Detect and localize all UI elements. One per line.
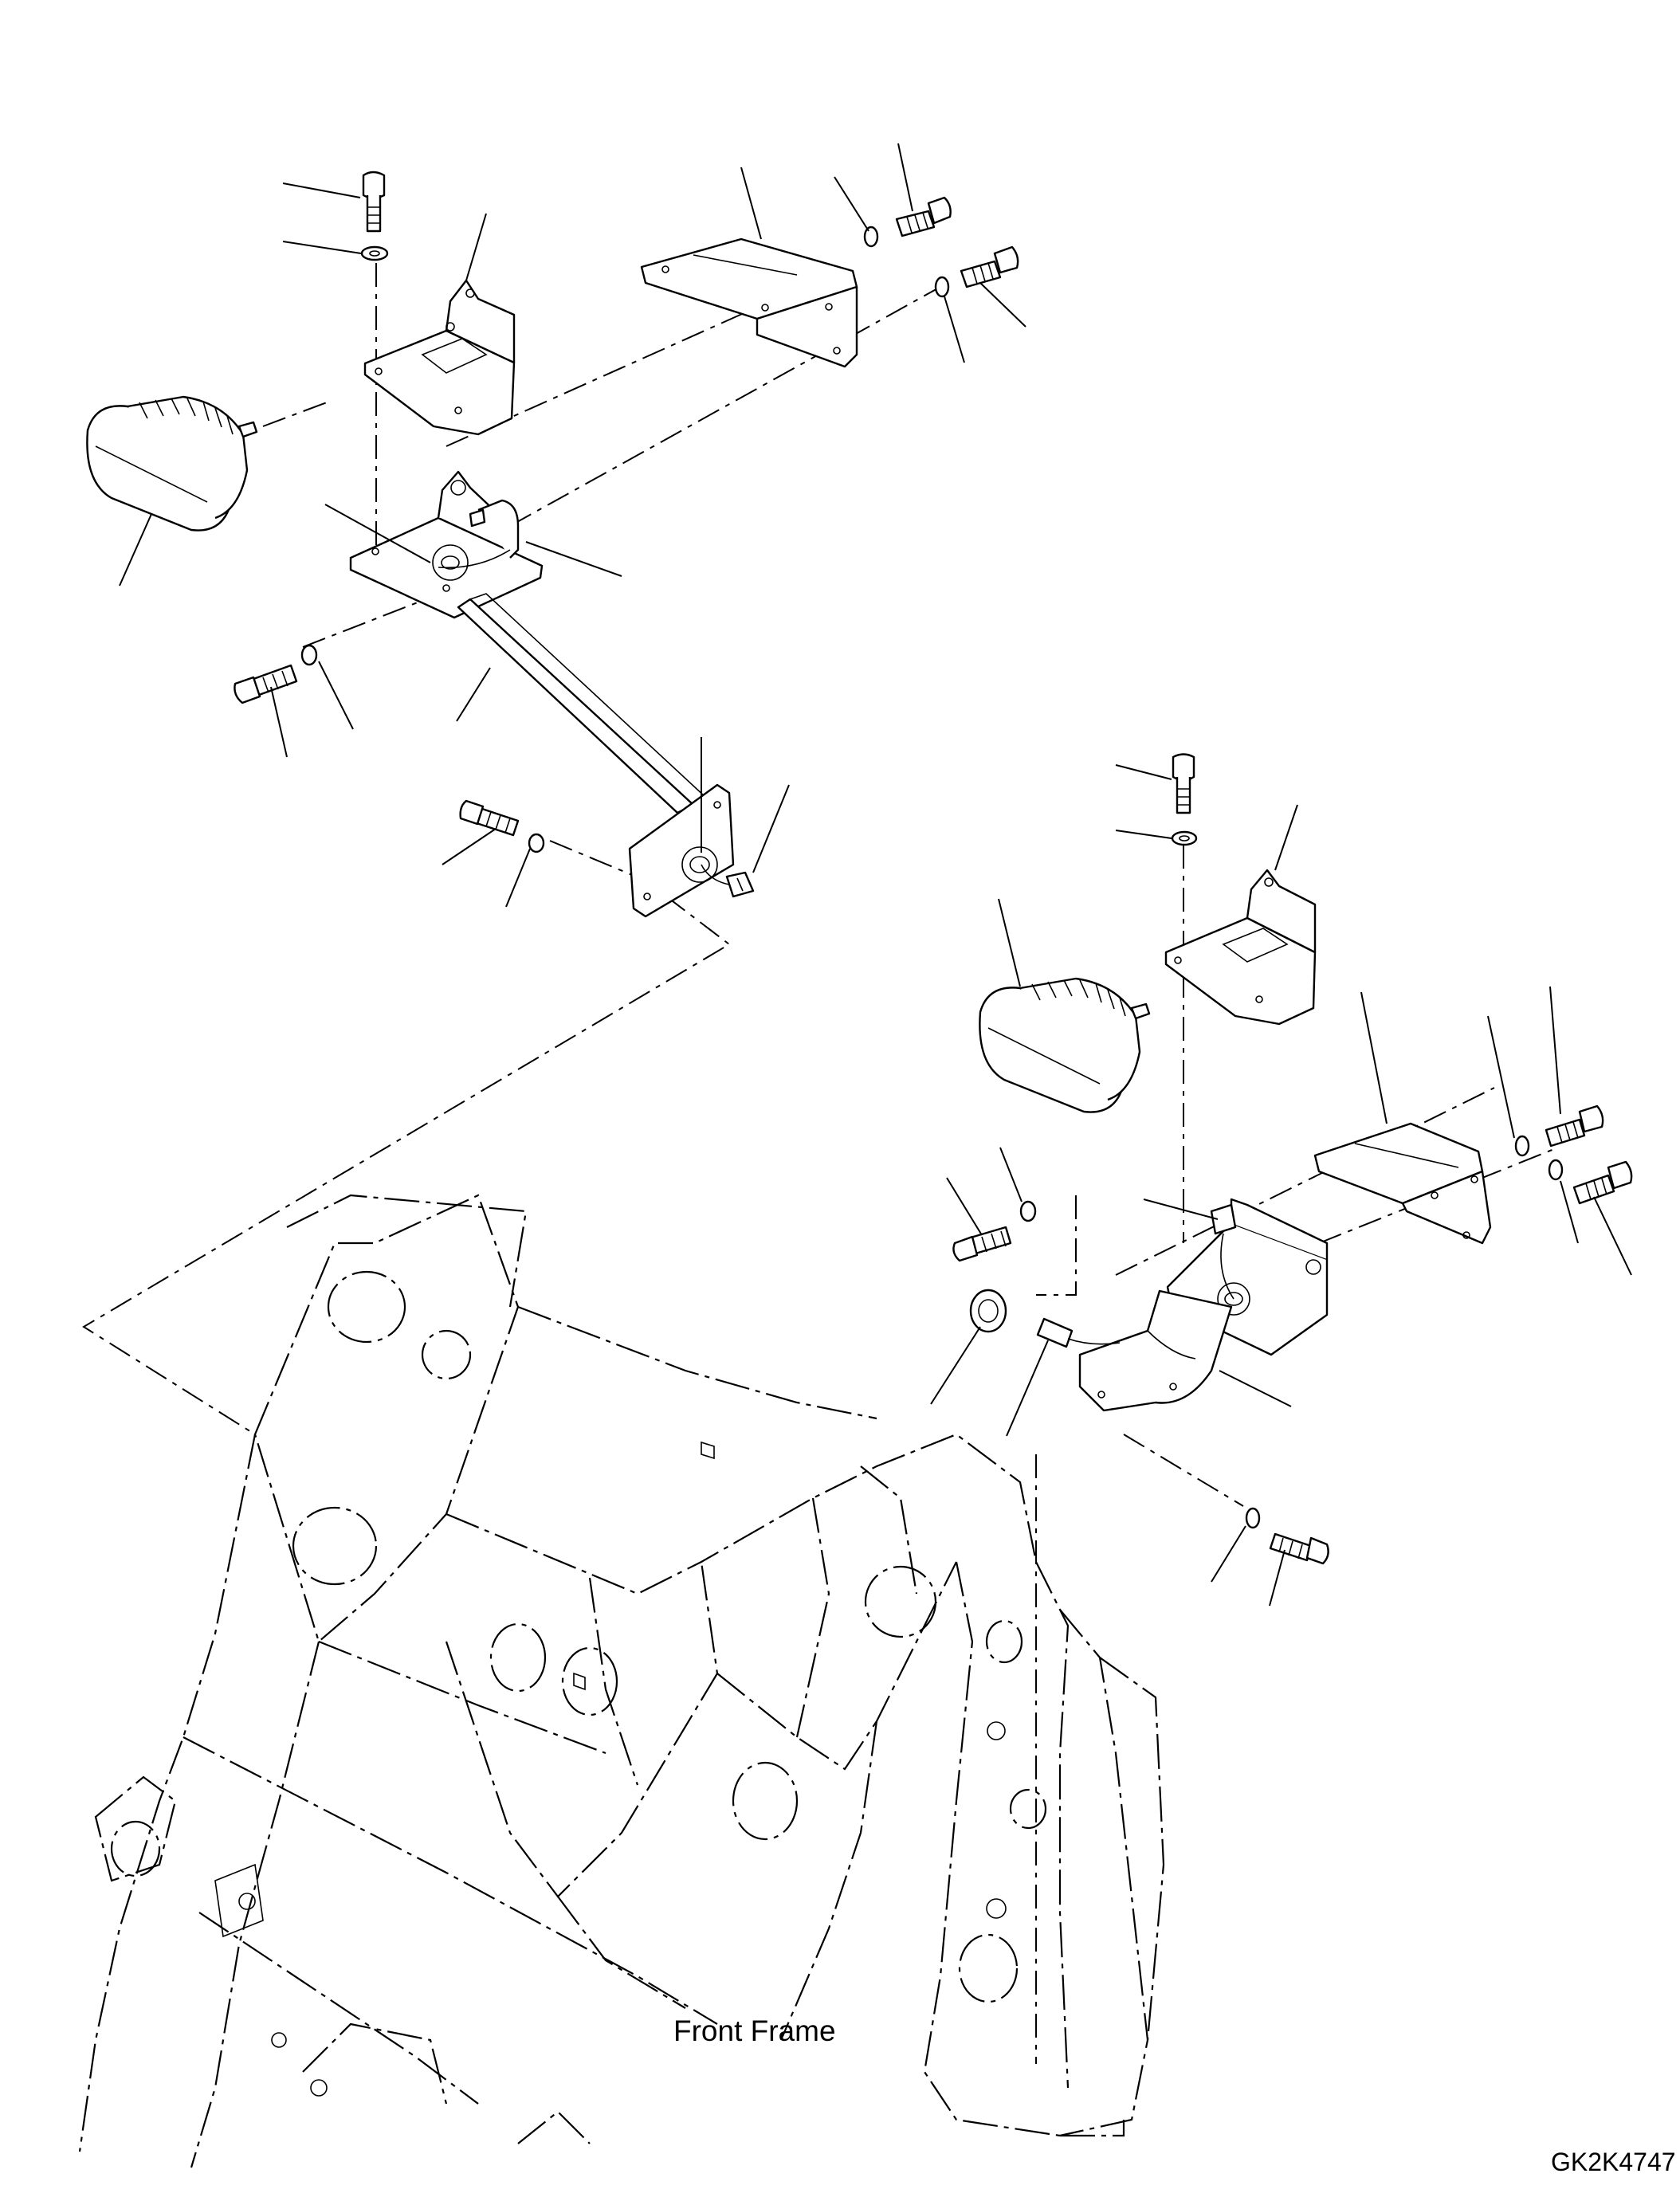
lamp-stay: [349, 470, 755, 918]
bolt: [1572, 1160, 1633, 1205]
lamp-stay: [969, 1198, 1329, 1412]
lower-work-lamp-assembly: [952, 753, 1633, 1565]
bolt: [1545, 1104, 1604, 1148]
bolt: [459, 799, 520, 837]
washer: [1171, 830, 1198, 846]
washer: [1019, 1200, 1037, 1222]
upper-work-lamp-assembly: [86, 171, 1019, 918]
lamp-bracket: [1164, 869, 1317, 1026]
leader-lines: [119, 143, 1632, 1607]
work-lamp: [979, 977, 1151, 1113]
lamp-bracket: [363, 279, 516, 436]
front-frame-outline: [78, 1194, 1165, 2168]
bolt-vertical: [1172, 753, 1195, 814]
mounting-bracket: [640, 237, 858, 368]
washer: [1245, 1507, 1261, 1529]
bolt: [1269, 1532, 1329, 1565]
washer: [1514, 1135, 1530, 1157]
bolt-vertical: [362, 171, 386, 233]
grommet: [969, 1289, 1007, 1333]
work-lamp: [86, 395, 258, 532]
washer: [528, 833, 545, 853]
front-frame-label: Front Frame: [673, 2015, 836, 2047]
bolt: [952, 1226, 1012, 1262]
washer: [1548, 1159, 1564, 1181]
washer: [934, 276, 950, 298]
washer: [300, 644, 318, 666]
drawing-code: GK2K4747: [1551, 2148, 1676, 2176]
bolt: [960, 245, 1019, 288]
bolt: [234, 664, 298, 704]
washer: [360, 245, 389, 261]
bolt: [895, 196, 952, 237]
mounting-bracket: [1313, 1122, 1492, 1245]
washer: [863, 226, 879, 248]
